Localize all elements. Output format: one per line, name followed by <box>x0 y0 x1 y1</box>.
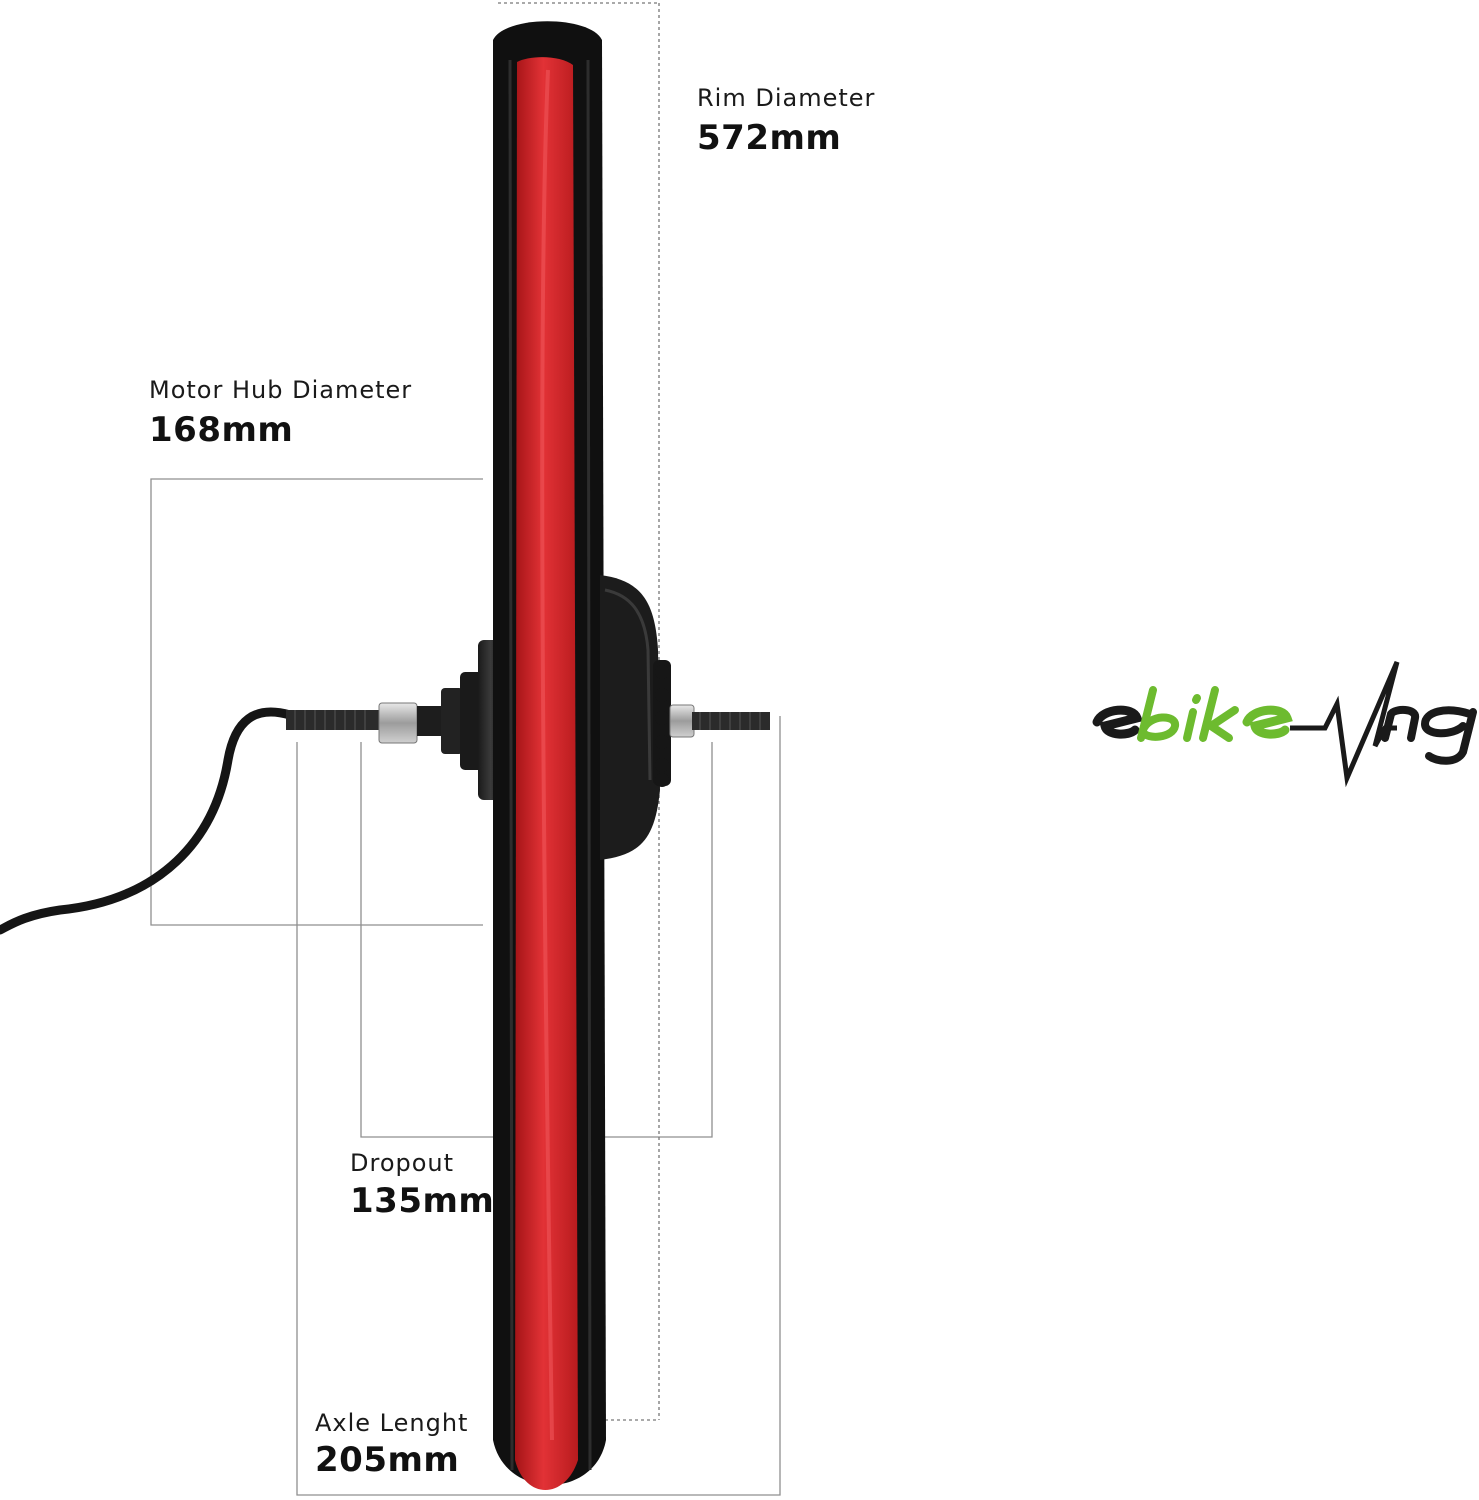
axle-right <box>692 712 770 730</box>
motor-cable <box>0 707 295 935</box>
motor-hub-diameter-value: 168mm <box>149 410 294 450</box>
axle-length-label: Axle Lenght <box>315 1409 469 1437</box>
axle-nut-right <box>669 704 695 738</box>
axle-nut-left <box>378 702 418 744</box>
ebikeling-logo <box>1092 661 1477 788</box>
axle-guide <box>296 716 781 1496</box>
dropout-value: 135mm <box>350 1181 495 1221</box>
motor-hub-diameter-label: Motor Hub Diameter <box>149 376 413 404</box>
rim-diameter-label: Rim Diameter <box>697 84 876 112</box>
freewheel <box>653 660 671 787</box>
red-rim-strip <box>515 57 578 1491</box>
hub-motor <box>600 575 660 860</box>
rim-diameter-value: 572mm <box>697 118 842 158</box>
axle-length-value: 205mm <box>315 1440 460 1480</box>
axle-left <box>286 710 386 730</box>
dropout-label: Dropout <box>350 1149 455 1177</box>
motor-hub-guide <box>150 478 483 926</box>
